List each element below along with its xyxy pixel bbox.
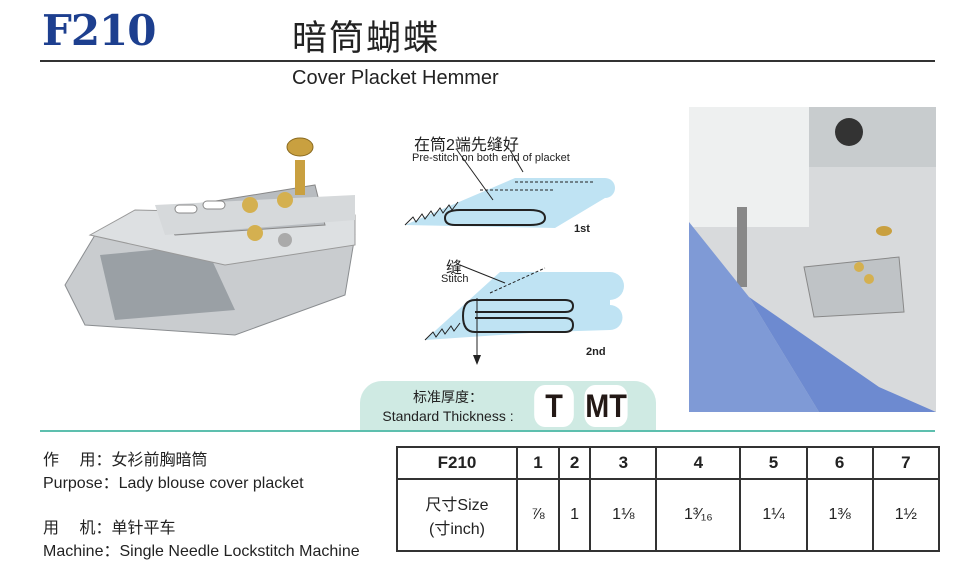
step-2-label: 2nd: [586, 346, 606, 358]
size-cell: 1½: [871, 477, 941, 553]
product-title-en: Cover Placket Hemmer: [292, 67, 499, 89]
hemmer-photo: [64, 137, 356, 336]
size-cell: 1¼: [739, 477, 808, 553]
machine-photo: [689, 107, 936, 412]
size-cell: ⅞: [516, 477, 560, 553]
product-title-cn: 暗筒蝴蝶: [292, 19, 441, 58]
size-label-1: 尺寸Size: [425, 496, 489, 514]
prestitch-note-cn: 在筒2端先缝好: [414, 137, 519, 154]
machine-cn: 用 机：单针平车: [43, 520, 176, 537]
purpose-cn: 作 用：女衫前胸暗筒: [43, 452, 208, 469]
size-cell: 1³⁄₁₆: [655, 477, 742, 553]
stitch-label-cn: 缝: [446, 260, 463, 277]
table-row: 尺寸Size (寸inch) ⅞ 1 1⅛ 1³⁄₁₆ 1¼ 1⅜ 1½: [396, 477, 941, 553]
stitch-label-en: Stitch: [441, 273, 469, 285]
size-cell: 1: [557, 477, 592, 553]
table-header-cell: 4: [655, 446, 742, 480]
table-header-cell: 3: [589, 446, 658, 480]
folding-diagram: [404, 149, 624, 365]
section-divider: [40, 430, 935, 432]
size-label-2: (寸inch): [428, 520, 485, 538]
size-cell: 1⅜: [805, 477, 874, 553]
standard-thickness-panel: 标准厚度： Standard Thickness : T MT: [360, 381, 656, 430]
table-header-cell: 5: [739, 446, 808, 480]
purpose-en: Purpose：Lady blouse cover placket: [43, 475, 304, 492]
table-header-cell: F210: [396, 446, 518, 480]
step-1-label: 1st: [574, 223, 590, 235]
size-row-label: 尺寸Size (寸inch): [396, 477, 518, 553]
header-divider: [40, 60, 935, 62]
size-cell: 1⅛: [589, 477, 658, 553]
table-header-cell: 2: [557, 446, 592, 480]
table-header-cell: 6: [805, 446, 874, 480]
thickness-label-en: Standard Thickness :: [382, 408, 514, 424]
table-header-row: F210 1 2 3 4 5 6 7: [396, 446, 941, 480]
size-table: F210 1 2 3 4 5 6 7 尺寸Size (寸inch) ⅞ 1 1⅛ …: [396, 446, 941, 553]
product-code: F210: [42, 6, 156, 55]
table-header-cell: 1: [516, 446, 560, 480]
thickness-label-cn: 标准厚度：: [413, 389, 483, 405]
machine-en: Machine：Single Needle Lockstitch Machine: [43, 543, 360, 560]
thickness-badge-t: T: [534, 385, 574, 427]
table-header-cell: 7: [871, 446, 941, 480]
thickness-badge-mt: MT: [584, 385, 628, 427]
prestitch-note-en: Pre-stitch on both end of placket: [412, 152, 570, 164]
